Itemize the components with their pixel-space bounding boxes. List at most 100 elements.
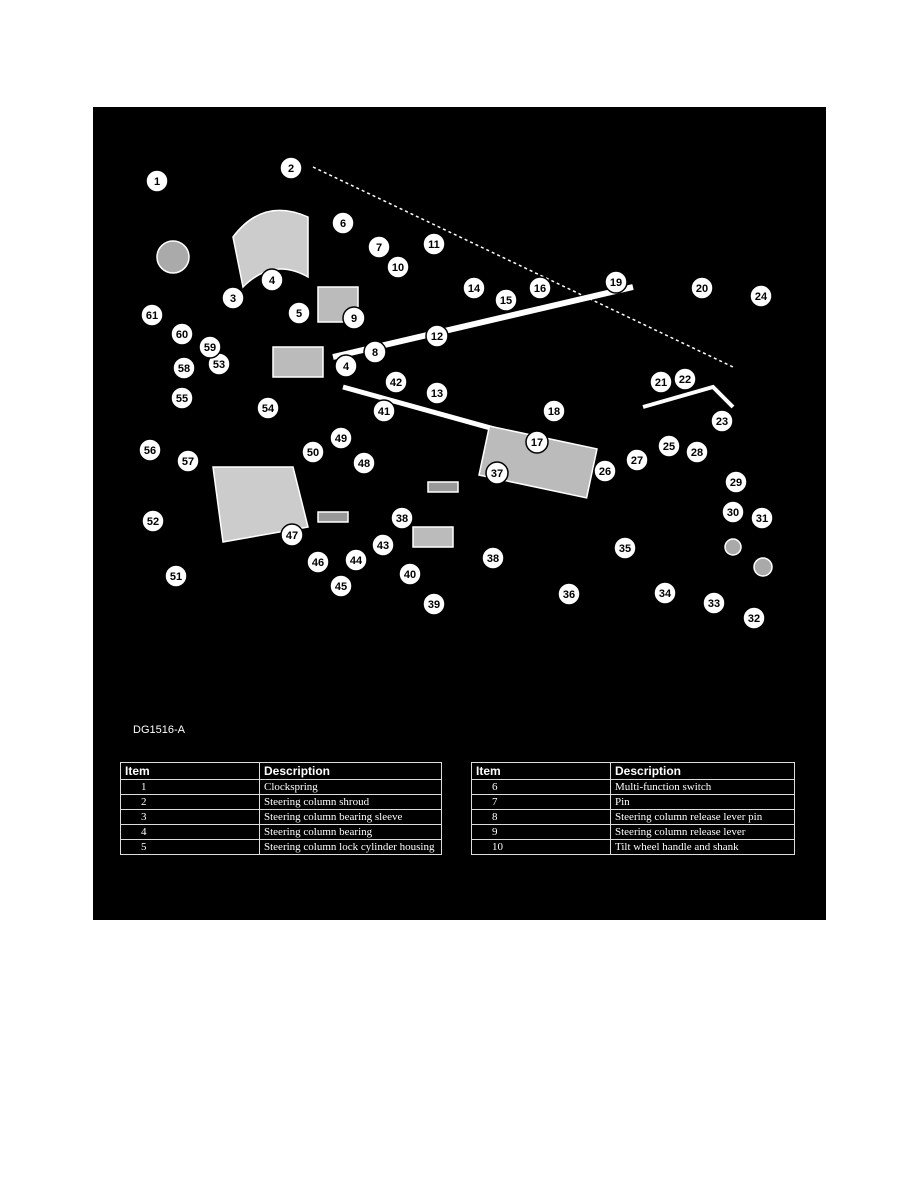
callout-circle (280, 523, 304, 547)
callout-circle (649, 370, 673, 394)
callout-57: 57 (176, 449, 200, 473)
callout-number: 15 (500, 295, 512, 307)
callout-circle (462, 276, 486, 300)
callout-4: 4 (334, 354, 358, 378)
callout-circle (384, 370, 408, 394)
callout-14: 14 (462, 276, 486, 300)
callout-41: 41 (372, 399, 396, 423)
callout-number: 42 (390, 377, 402, 389)
callout-number: 19 (610, 277, 622, 289)
callout-number: 2 (288, 163, 294, 175)
callout-42: 42 (384, 370, 408, 394)
callout-43: 43 (371, 533, 395, 557)
callout-number: 50 (307, 447, 319, 459)
callout-number: 25 (663, 441, 675, 453)
item-number: 2 (120, 794, 260, 810)
callout-number: 32 (748, 613, 760, 625)
header-item: Item (471, 762, 611, 780)
nut-part (753, 557, 773, 577)
callout-number: 45 (335, 581, 347, 593)
callout-19: 19 (604, 270, 628, 294)
item-description: Clockspring (259, 779, 442, 795)
callout-number: 29 (730, 477, 742, 489)
callout-6: 6 (331, 211, 355, 235)
item-number: 7 (471, 794, 611, 810)
callout-circle (481, 546, 505, 570)
callout-8: 8 (363, 340, 387, 364)
callout-number: 8 (372, 347, 378, 359)
callout-26: 26 (593, 459, 617, 483)
callout-circle (625, 448, 649, 472)
callout-number: 20 (696, 283, 708, 295)
callout-circle (256, 396, 280, 420)
callout-circle (306, 550, 330, 574)
lock-housing-part (272, 346, 324, 378)
callout-number: 18 (548, 406, 560, 418)
callout-number: 10 (392, 262, 404, 274)
header-item: Item (120, 762, 260, 780)
callout-number: 57 (182, 456, 194, 468)
callout-number: 24 (755, 291, 768, 303)
header-description: Description (610, 762, 795, 780)
item-description: Steering column bearing (259, 824, 442, 840)
callout-number: 4 (343, 361, 350, 373)
callout-circle (425, 324, 449, 348)
callout-21: 21 (649, 370, 673, 394)
callout-1: 1 (145, 169, 169, 193)
callout-58: 58 (172, 356, 196, 380)
callout-55: 55 (170, 386, 194, 410)
callout-51: 51 (164, 564, 188, 588)
callout-24: 24 (749, 284, 773, 308)
callout-47: 47 (280, 523, 304, 547)
callout-46: 46 (306, 550, 330, 574)
callout-number: 35 (619, 543, 631, 555)
callout-61: 61 (140, 303, 164, 327)
callout-29: 29 (724, 470, 748, 494)
item-number: 8 (471, 809, 611, 825)
callout-circle (425, 381, 449, 405)
callout-circle (673, 367, 697, 391)
callout-number: 28 (691, 447, 703, 459)
callout-number: 46 (312, 557, 324, 569)
callout-20: 20 (690, 276, 714, 300)
item-description: Steering column release lever pin (610, 809, 795, 825)
callout-33: 33 (702, 591, 726, 615)
callout-number: 27 (631, 455, 643, 467)
callout-circle (170, 386, 194, 410)
callout-circle (138, 438, 162, 462)
callout-45: 45 (329, 574, 353, 598)
callout-number: 59 (204, 342, 216, 354)
callout-number: 40 (404, 569, 416, 581)
callout-number: 55 (176, 393, 188, 405)
callout-circle (342, 306, 366, 330)
callout-number: 17 (531, 437, 543, 449)
callout-35: 35 (613, 536, 637, 560)
callout-number: 44 (350, 555, 363, 567)
callout-number: 5 (296, 308, 302, 320)
callout-circle (301, 440, 325, 464)
callout-13: 13 (425, 381, 449, 405)
callout-circle (141, 509, 165, 533)
callout-circle (390, 506, 414, 530)
callout-circle (721, 500, 745, 524)
callout-circle (422, 232, 446, 256)
callout-5: 5 (287, 301, 311, 325)
callout-number: 53 (213, 359, 225, 371)
callout-circle (702, 591, 726, 615)
callout-circle (287, 301, 311, 325)
callout-15: 15 (494, 288, 518, 312)
item-number: 9 (471, 824, 611, 840)
callout-34: 34 (653, 581, 677, 605)
item-description: Steering column shroud (259, 794, 442, 810)
callout-17: 17 (525, 430, 549, 454)
item-description: Multi-function switch (610, 779, 795, 795)
item-description: Steering column bearing sleeve (259, 809, 442, 825)
